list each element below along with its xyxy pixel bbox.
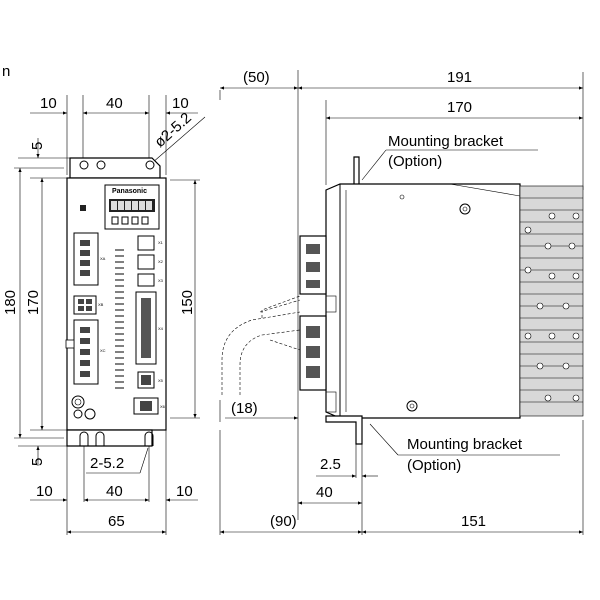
front-height-overall: 180 [2,290,19,315]
corner-letter: n [2,63,10,80]
bracket-thickness-dim: 2.5 [320,456,341,473]
front-view: 10 40 10 ø2-5.2 5 180 170 150 Panasonic [2,95,206,535]
label-x3: X3 [158,278,164,283]
label-x2: X2 [158,259,164,264]
display-panel [104,184,160,230]
front-height-hole-pitch: 150 [179,290,196,315]
ground-screw [71,395,85,409]
label-xb: XB [98,302,104,307]
label-x6: X6 [160,404,166,409]
front-top-offset-dim: 5 [29,142,46,150]
side-bottom-cable-dim: (90) [270,513,297,530]
front-top-dim-left: 10 [40,95,57,112]
top-mounting-bracket [353,156,360,186]
connector-xa [73,232,99,286]
mounting-hole [145,160,155,170]
top-bracket-label-line2: (Option) [388,153,442,170]
connector-x3 [137,273,155,287]
ground-screw [84,408,96,420]
front-bottom-dim-right: 10 [176,483,193,500]
slot-label: 2-5.2 [90,455,124,472]
bottom-bracket-label-line1: Mounting bracket [407,436,523,453]
cable-bend-dim: (18) [231,400,258,417]
connector-x2 [137,254,155,270]
label-x5: X5 [158,378,164,383]
connector-x1 [137,235,155,251]
cable-outline [221,311,301,395]
front-height-body: 170 [25,290,42,315]
front-bottom-dim-left: 10 [36,483,53,500]
front-overall-width: 65 [108,513,125,530]
label-x1: X1 [158,240,164,245]
bottom-bracket-label-line2: (Option) [407,457,461,474]
top-bracket-label-line1: Mounting bracket [388,133,504,150]
mounting-hole [79,160,89,170]
bracket-offset-dim: 40 [316,484,333,501]
front-bottom-dim-center: 40 [106,483,123,500]
side-overall-depth: 191 [447,69,472,86]
heatsink [519,185,584,417]
connector-xc [73,319,99,385]
side-top-cable-dim: (50) [243,69,270,86]
front-bottom-offset-dim: 5 [29,458,46,466]
label-xa: XA [100,256,106,261]
side-bottom-depth-dim: 151 [461,513,486,530]
side-body-depth: 170 [447,99,472,116]
heatsink-screws [524,212,580,402]
mounting-hole [96,160,106,170]
heatsink-fins [520,197,583,403]
charge-lamp [80,205,86,211]
side-view: (50) 191 170 Mounting bracket (Option) [219,69,584,535]
side-body [325,183,521,419]
brand-label: Panasonic [112,188,147,195]
label-x4: X4 [158,326,164,331]
top-mounting-flange [69,157,161,179]
vent-slots [115,249,124,389]
front-top-dim-right: 10 [172,95,189,112]
connector-x5 [137,371,155,389]
bottom-mounting-bracket [325,415,363,445]
label-xc: XC [100,348,106,353]
connector-xb [73,295,97,315]
front-top-dim-center: 40 [106,95,123,112]
connector-x4 [135,291,157,365]
connector-x6 [133,397,159,415]
